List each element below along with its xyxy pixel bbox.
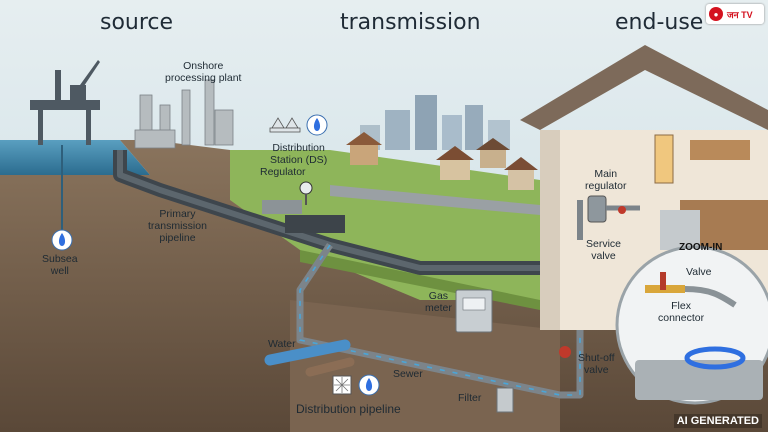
sewer-pipe bbox=[305, 357, 355, 377]
flame-icon bbox=[358, 374, 380, 396]
regulator-station-icon bbox=[269, 117, 301, 133]
label-regulator: Regulator bbox=[260, 166, 306, 178]
label-sewer: Sewer bbox=[393, 368, 423, 380]
road bbox=[330, 185, 540, 215]
regulator-station bbox=[262, 181, 345, 233]
filter-unit bbox=[496, 387, 514, 413]
label-zoom-in: ZOOM-IN bbox=[679, 242, 723, 253]
label-subsea-well: Subsea well bbox=[42, 253, 78, 277]
brand-badge: ● जन TV bbox=[706, 4, 764, 24]
houses bbox=[346, 132, 538, 190]
label-main-regulator: Main regulator bbox=[585, 168, 627, 192]
main-regulator-body bbox=[587, 195, 607, 223]
flame-icon bbox=[51, 229, 73, 251]
gas-flow-indicator bbox=[299, 240, 581, 396]
ai-generated-watermark: AI GENERATED bbox=[673, 414, 762, 428]
section-heading-source: source bbox=[100, 10, 174, 35]
label-distribution-station: Distribution Station (DS) bbox=[270, 142, 328, 166]
brand-text: जन TV bbox=[727, 9, 753, 20]
label-distribution-pipeline: Distribution pipeline bbox=[296, 402, 401, 416]
logo-icon: ● bbox=[709, 7, 723, 21]
burner-flame bbox=[684, 346, 746, 370]
processing-plant bbox=[134, 79, 234, 149]
label-onshore-plant: Onshore processing plant bbox=[165, 60, 242, 84]
section-heading-end-use: end-use bbox=[615, 10, 704, 35]
filter-mesh-icon bbox=[332, 375, 352, 395]
label-primary-pipeline: Primary transmission pipeline bbox=[148, 208, 207, 244]
label-shutoff-valve: Shut-off valve bbox=[578, 352, 615, 376]
label-service-valve: Service valve bbox=[586, 238, 622, 262]
label-gas-meter: Gas meter bbox=[425, 290, 452, 314]
flame-icon bbox=[306, 114, 328, 136]
gas-meter-box bbox=[455, 289, 493, 333]
water-pipe bbox=[264, 339, 351, 366]
shutoff-valve-handle bbox=[559, 346, 571, 358]
label-valve: Valve bbox=[686, 266, 712, 278]
label-flex-connector: Flex connector bbox=[658, 300, 705, 324]
section-heading-transmission: transmission bbox=[340, 10, 481, 35]
offshore-platform bbox=[30, 60, 100, 145]
label-filter: Filter bbox=[458, 392, 482, 404]
label-water: Water bbox=[268, 338, 296, 350]
soil-cross-section bbox=[0, 140, 768, 432]
sea bbox=[0, 140, 150, 175]
